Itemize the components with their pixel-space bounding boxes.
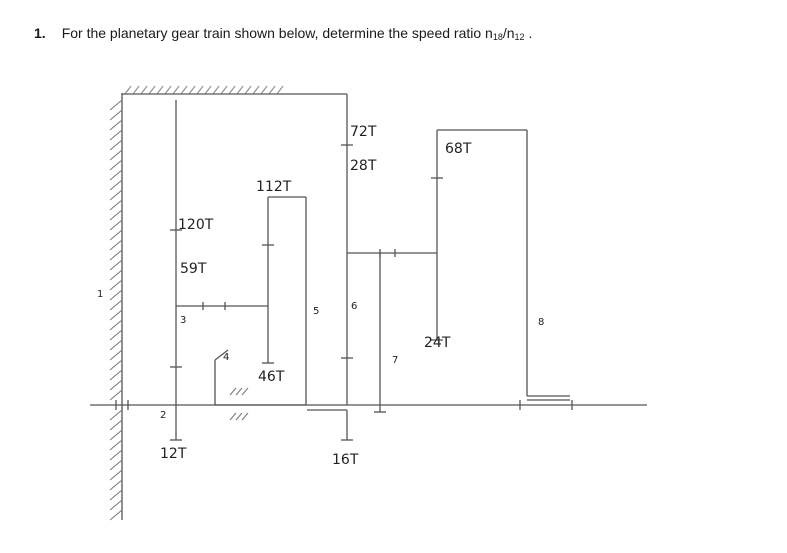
label-12t: 12T [160, 446, 187, 462]
ring-72t-link [290, 93, 353, 232]
label-24t: 24T [424, 335, 451, 351]
label-112t: 112T [256, 179, 292, 195]
label-46t: 46T [258, 369, 285, 385]
question-suffix: . [524, 25, 533, 41]
question-number: 1. [34, 25, 46, 41]
subscript-input: 12 [514, 32, 525, 42]
link-number-4: 4 [223, 352, 229, 363]
label-68t: 68T [445, 141, 472, 157]
label-120t: 120T [178, 217, 214, 233]
question-mid: /n [502, 25, 515, 41]
link-3-gear [170, 100, 268, 395]
label-16t: 16T [332, 452, 359, 468]
link-number-6: 6 [351, 301, 357, 312]
main-shaft [90, 400, 647, 410]
link-number-5: 5 [313, 306, 319, 317]
question-prefix: For the planetary gear train shown below… [61, 25, 493, 41]
question-text: 1. For the planetary gear train shown bel… [34, 25, 532, 42]
link-number-3: 3 [180, 315, 186, 326]
label-72t: 72T [350, 124, 377, 140]
link-6-gear [307, 232, 353, 441]
link-number-1: 1 [97, 289, 103, 300]
link-number-7: 7 [392, 355, 398, 366]
label-28t: 28T [350, 158, 377, 174]
subscript-output: 18 [492, 32, 503, 42]
label-59t: 59T [180, 261, 207, 277]
link-8-output [437, 129, 570, 401]
link-2-gear [170, 395, 182, 441]
frame-ground [109, 85, 290, 521]
link-number-8: 8 [538, 317, 544, 328]
link-112t-46t [262, 196, 307, 405]
link-4-arm [214, 349, 229, 405]
link-number-2: 2 [160, 410, 166, 421]
link-7-carrier [347, 130, 443, 413]
